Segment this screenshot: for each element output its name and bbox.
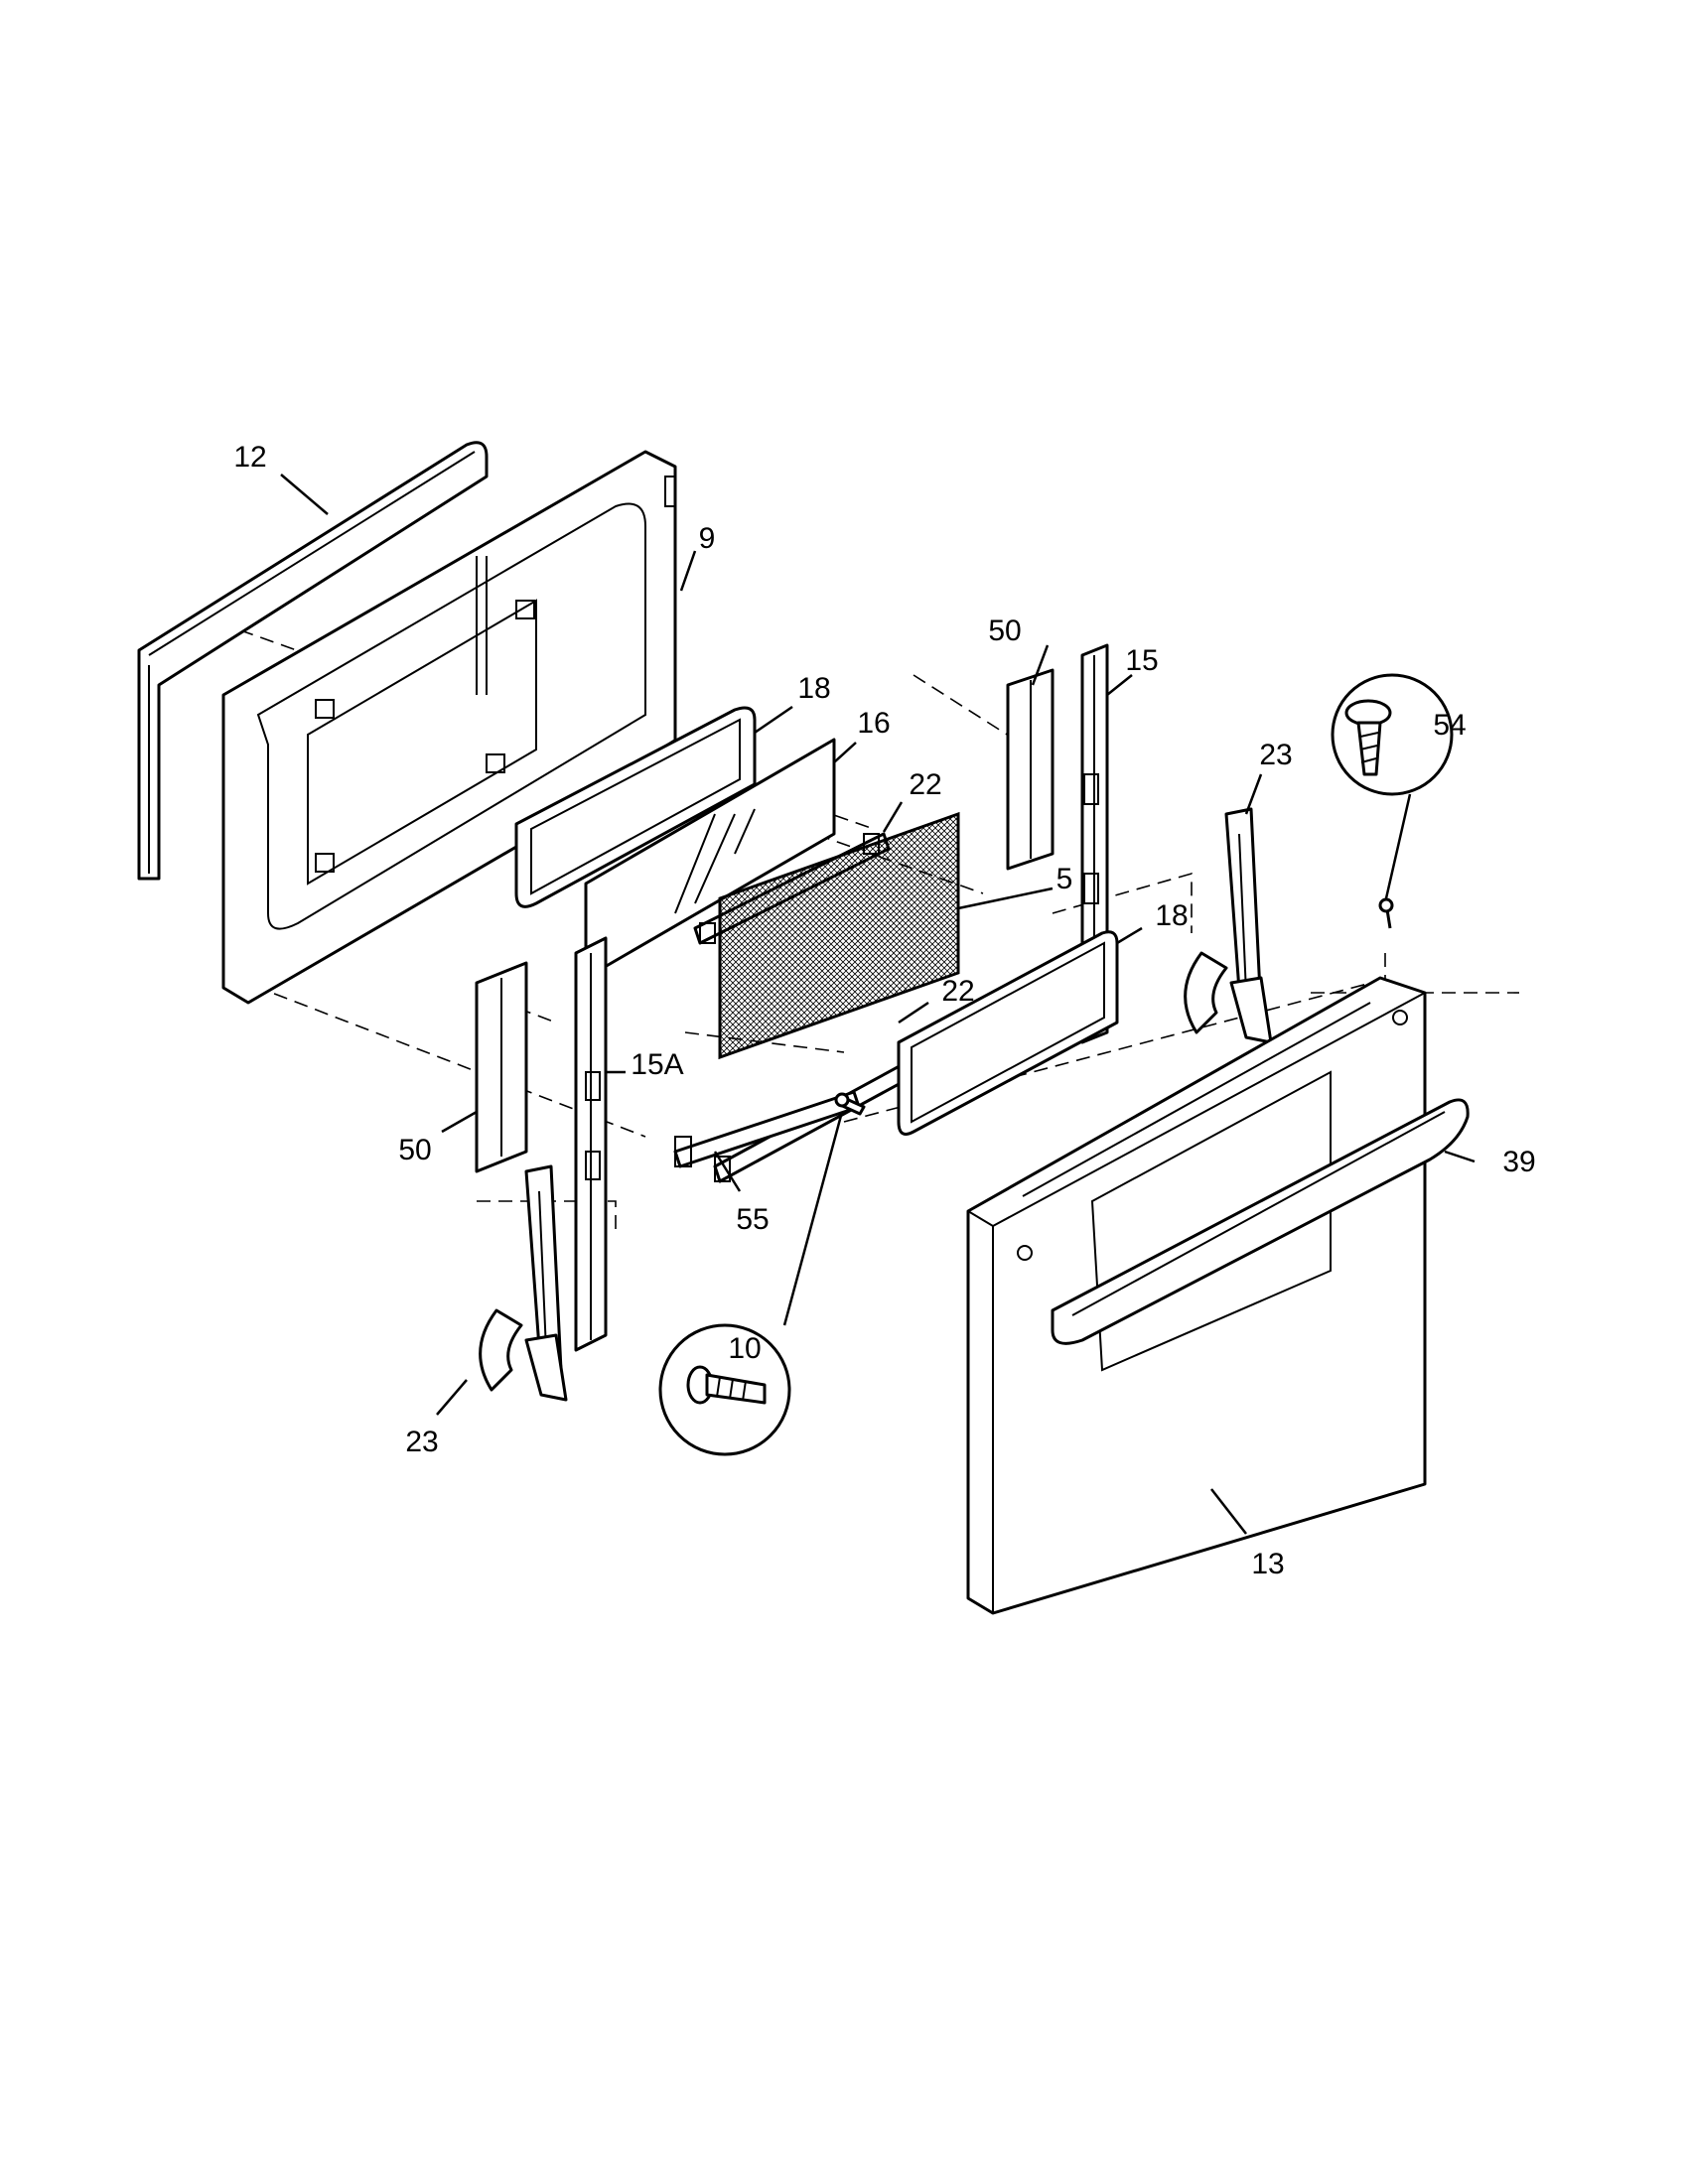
handle-screw-part bbox=[1378, 897, 1394, 929]
left-door-trim-part bbox=[574, 936, 608, 1352]
callout-15A: 15A bbox=[631, 1048, 683, 1081]
callout-22-lower: 22 bbox=[941, 975, 974, 1008]
leader-lines bbox=[280, 474, 1476, 1535]
callout-23-left: 23 bbox=[405, 1426, 438, 1458]
door-screw-part bbox=[834, 1092, 866, 1116]
callout-labels: 12 9 50 15 18 16 22 5 23 54 18 22 15A 50… bbox=[233, 441, 1535, 1580]
callout-18-upper: 18 bbox=[797, 672, 830, 705]
callout-54: 54 bbox=[1433, 709, 1466, 742]
callout-50-upper: 50 bbox=[988, 614, 1021, 647]
callout-9: 9 bbox=[699, 522, 716, 555]
callout-18-lower: 18 bbox=[1155, 899, 1188, 932]
heat-shield-left-part bbox=[475, 961, 528, 1173]
hinge-right-part bbox=[1184, 807, 1273, 1044]
callout-13: 13 bbox=[1251, 1548, 1284, 1580]
screw-detail-54 bbox=[1331, 673, 1454, 796]
outer-door-part bbox=[966, 976, 1427, 1615]
callout-55: 55 bbox=[736, 1203, 769, 1236]
callout-23-right: 23 bbox=[1259, 739, 1292, 771]
screw-detail-10 bbox=[658, 1323, 791, 1456]
callout-12: 12 bbox=[233, 441, 266, 474]
callout-22-upper: 22 bbox=[909, 768, 941, 801]
insulation-mesh-part bbox=[718, 811, 960, 1060]
callout-5: 5 bbox=[1056, 863, 1073, 895]
callout-15: 15 bbox=[1125, 644, 1158, 677]
door-gasket-part bbox=[137, 441, 489, 881]
callout-39: 39 bbox=[1502, 1146, 1535, 1178]
callout-16: 16 bbox=[857, 707, 890, 740]
heat-shield-right-part bbox=[1006, 668, 1055, 871]
glass-frame-lower-part bbox=[897, 930, 1119, 1136]
callout-50-lower: 50 bbox=[398, 1134, 431, 1166]
hinge-left-part bbox=[479, 1164, 568, 1402]
callout-10: 10 bbox=[728, 1332, 761, 1365]
door-handle-part bbox=[1051, 1098, 1470, 1345]
